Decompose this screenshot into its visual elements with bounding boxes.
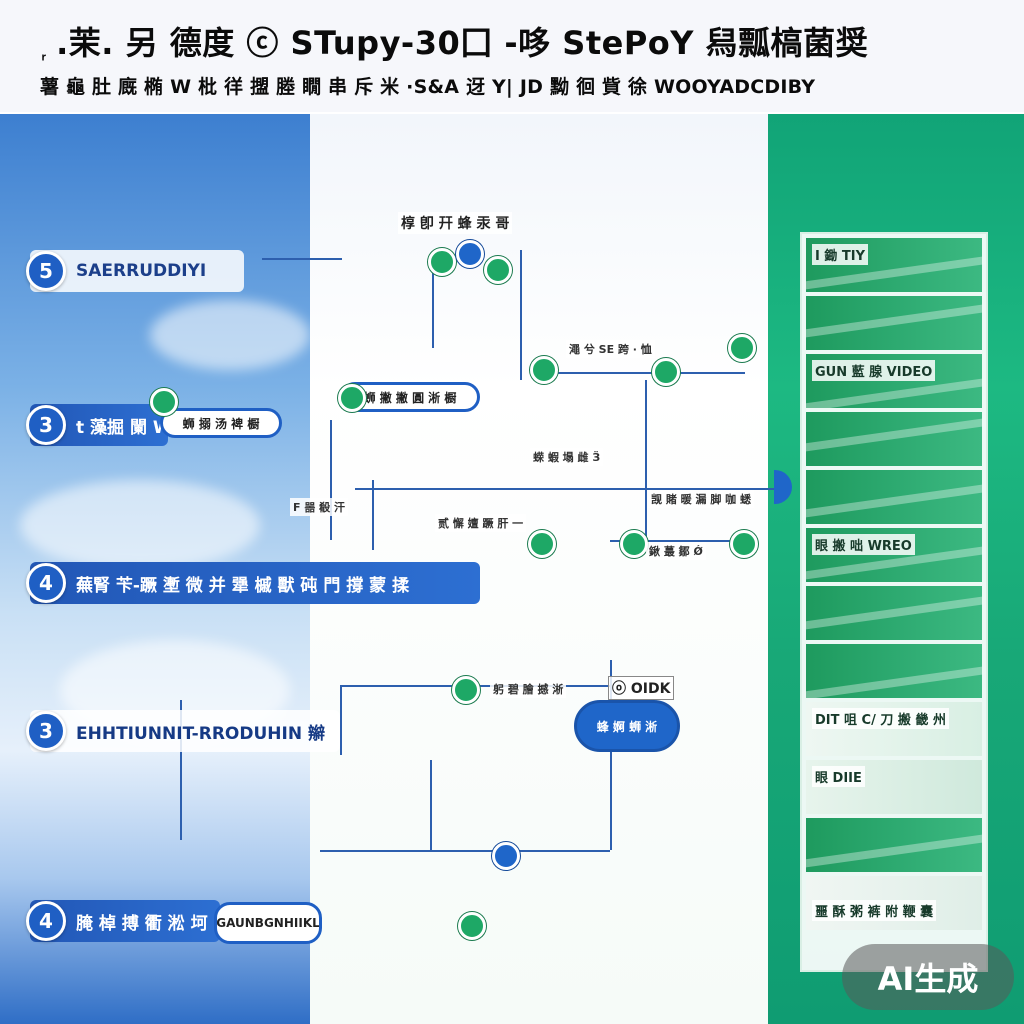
connector-line: [262, 258, 342, 260]
panel-row-label: 眼 搬 咄 WREO: [812, 534, 915, 555]
step-label: 腌 棹 搏 衢 淞 坷: [76, 913, 208, 934]
panel-row[interactable]: DIT 咀 C/ 刀 搬 畿 州: [806, 702, 982, 756]
step-number: 3: [26, 711, 66, 751]
step-label: t 藻掘 闌 W: [76, 417, 168, 438]
process-pill[interactable]: GAUNBGNHIIKL: [214, 902, 322, 944]
panel-row[interactable]: 噩 酥 粥 裤 附 鞭 囊: [806, 876, 982, 930]
diagram-label: 澠 兮 SE 跨 · 恤: [566, 340, 655, 358]
diagram-label: 鍬 蕞 鄒 Ǿ: [646, 542, 706, 560]
panel-row[interactable]: I 鋤 TIY: [806, 238, 982, 292]
panel-row[interactable]: GUN 藍 腺 VIDEO: [806, 354, 982, 408]
panel-row[interactable]: [806, 818, 982, 872]
step-card[interactable]: 3 t 藻掘 闌 W: [26, 404, 168, 446]
connector-line: [330, 420, 332, 540]
panel-row-label: I 鋤 TIY: [812, 244, 869, 265]
step-number: 3: [26, 405, 66, 445]
step-label: SAERRUDDIYI: [76, 261, 207, 281]
panel-row[interactable]: [806, 412, 982, 466]
connector-line: [430, 760, 432, 850]
connector-line: [520, 250, 522, 380]
panel-row[interactable]: 眼 DIIE: [806, 760, 982, 814]
step-label: 蕪腎 苄-蹶 壍 微 并 犟 槭 獸 砘 門 撐 蒙 揉: [76, 575, 410, 596]
cloud-decor: [20, 480, 260, 570]
node-icon: [652, 358, 680, 386]
connector-line: [180, 700, 182, 840]
node-icon: [530, 356, 558, 384]
highlight-pill[interactable]: 蜂 婀 蛳 淅: [574, 700, 680, 752]
node-icon: [730, 530, 758, 558]
panel-row-label: GUN 藍 腺 VIDEO: [812, 360, 936, 381]
connector-line: [372, 480, 374, 550]
connector-line: [545, 372, 745, 374]
node-icon: [458, 912, 486, 940]
diagram-label: 躬 碧 膾 撼 淅: [490, 680, 567, 698]
node-icon: [492, 842, 520, 870]
connector-line: [355, 488, 775, 490]
ai-generated-watermark: AI生成: [842, 944, 1014, 1010]
diagram-top-label: 椁 卽 幵 蜂 汞 哥: [398, 212, 513, 234]
panel-row-label: DIT 咀 C/ 刀 搬 畿 州: [812, 708, 949, 729]
node-icon: [428, 248, 456, 276]
panel-row[interactable]: 眼 搬 咄 WREO: [806, 528, 982, 582]
panel-row-label: 眼 DIIE: [812, 766, 865, 787]
diagram-label: ⓞ OIDK: [608, 676, 675, 700]
node-icon: [484, 256, 512, 284]
right-list-panel: I 鋤 TIY GUN 藍 腺 VIDEO 眼 搬 咄 WREO DIT 咀 C…: [800, 232, 988, 972]
cloud-decor: [150, 300, 310, 370]
connector-line: [340, 685, 342, 755]
node-icon: [452, 676, 480, 704]
process-pill[interactable]: 蛳 撇 撇 圓 淅 橱: [340, 382, 480, 412]
step-number: 5: [26, 251, 66, 291]
header: ᷊ .茉. 另 德度 ⓒ STupy-30囗 -哆 StePoY 舄瓢槁菌奨 薯…: [0, 0, 1024, 112]
process-node-icon: [150, 388, 178, 416]
node-icon: [528, 530, 556, 558]
step-card[interactable]: 5 SAERRUDDIYI: [26, 250, 244, 292]
step-card[interactable]: 4 腌 棹 搏 衢 淞 坷: [26, 900, 220, 942]
diagram-label: F 噐 殽 汗: [290, 498, 349, 516]
connector-line: [432, 268, 434, 348]
step-number: 4: [26, 901, 66, 941]
diagram-label: 觊 賭 暖 漏 脚 咖 蟋: [648, 490, 754, 508]
page-title: ᷊ .茉. 另 德度 ⓒ STupy-30囗 -哆 StePoY 舄瓢槁菌奨: [44, 24, 869, 62]
step-label: EHHTIUNNIT-RRODUHIN 辮: [76, 723, 325, 744]
node-icon: [620, 530, 648, 558]
panel-toggle-tab[interactable]: [774, 470, 792, 504]
panel-row[interactable]: [806, 470, 982, 524]
step-number: 4: [26, 563, 66, 603]
process-pill[interactable]: 蛳 搦 汤 裨 橱: [160, 408, 282, 438]
page-subtitle: 薯 龜 肚 廐 椭 W 枇 徉 擝 塍 瞯 串 斥 米 ·S&A 迓 Y| JD…: [40, 76, 816, 98]
panel-row[interactable]: [806, 644, 982, 698]
connector-line: [645, 380, 647, 540]
step-card[interactable]: 4 蕪腎 苄-蹶 壍 微 并 犟 槭 獸 砘 門 撐 蒙 揉: [26, 562, 480, 604]
connector-line: [610, 660, 612, 850]
process-node-icon: [338, 384, 366, 412]
diagram-label: 贰 懈 嬗 蹶 肝 一: [435, 514, 527, 532]
panel-row-label: 噩 酥 粥 裤 附 鞭 囊: [812, 900, 937, 921]
diagram-label: 蝾 蝦 塌 雌 Ӟ: [530, 448, 604, 466]
panel-row[interactable]: [806, 586, 982, 640]
node-icon: [456, 240, 484, 268]
connector-line: [610, 540, 740, 542]
node-icon: [728, 334, 756, 362]
step-card[interactable]: 3 EHHTIUNNIT-RRODUHIN 辮: [26, 710, 340, 752]
connector-line: [320, 850, 610, 852]
panel-row[interactable]: [806, 296, 982, 350]
